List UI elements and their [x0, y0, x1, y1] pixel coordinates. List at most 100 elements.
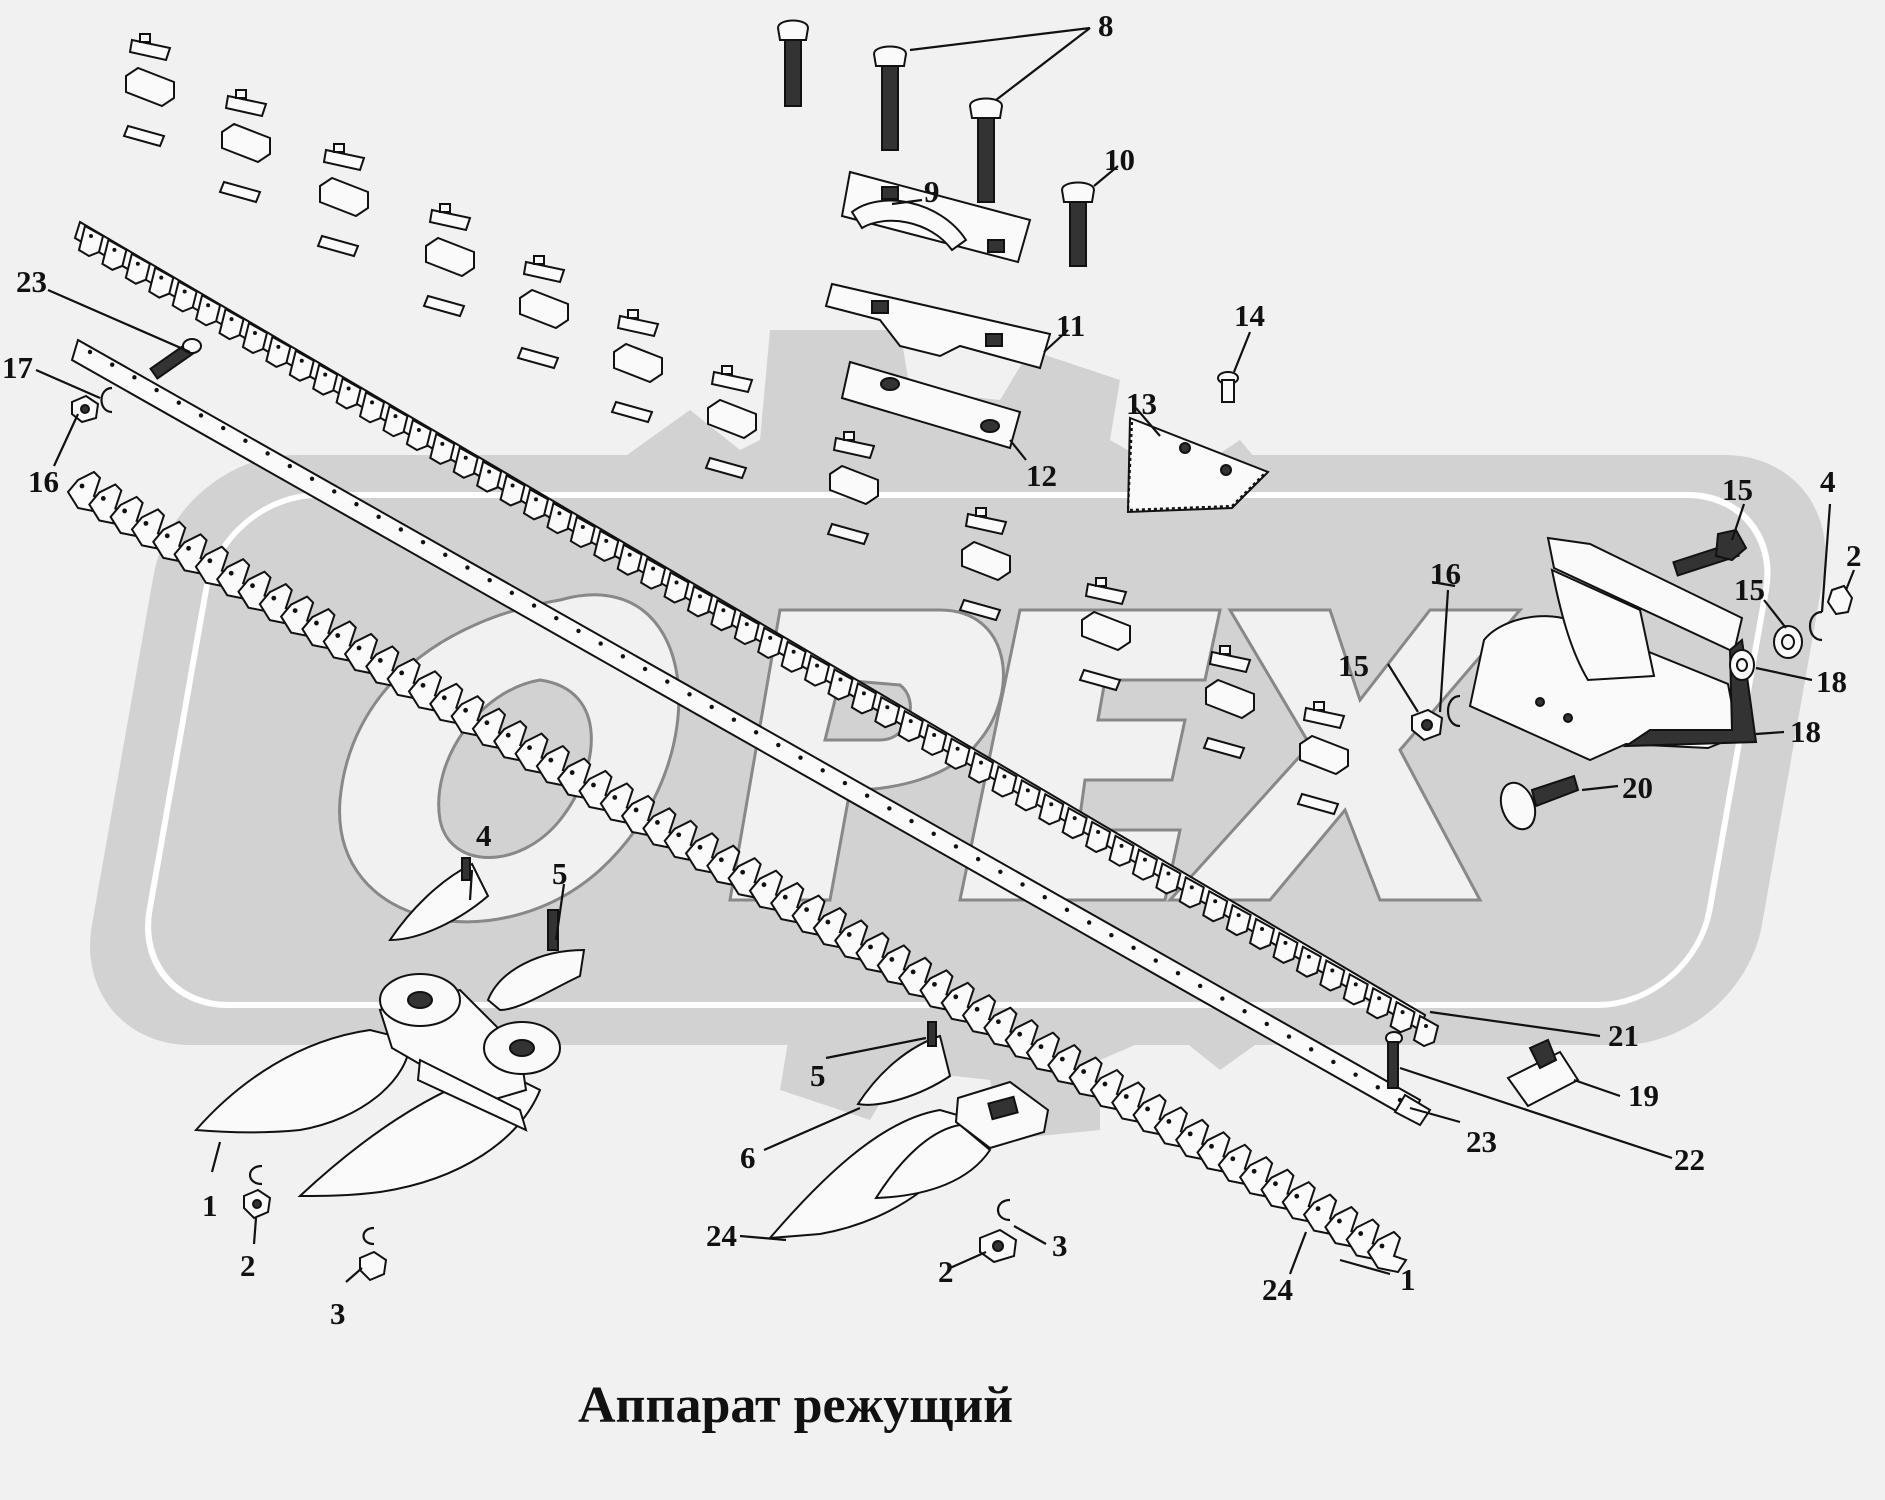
knife-section-rivet — [932, 981, 937, 987]
spring-washer-3-bottom-ring — [362, 1226, 375, 1246]
plate-top-tab — [1095, 577, 1107, 587]
plate-top — [1084, 582, 1128, 606]
watermark-band-outline — [145, 492, 1771, 1008]
finger-bar-tooth-rivet — [1260, 926, 1265, 931]
knife-section-rivet — [1251, 1168, 1257, 1174]
knife-back-bar-hole — [309, 476, 315, 481]
plate-top-tab — [439, 203, 451, 213]
nut-15-right — [1411, 708, 1444, 742]
plate-middle — [613, 342, 663, 384]
clamp-plate-7-arch — [850, 199, 968, 252]
callout-2-left: 2 — [240, 1248, 256, 1283]
plate-10-hole-b — [980, 419, 1000, 433]
finger-bar-tooth-rivet — [1002, 774, 1007, 779]
guard-center-finger-b — [874, 1123, 992, 1200]
knife-back-bar-hole — [909, 818, 914, 824]
plate-top — [616, 314, 660, 338]
plate-middle — [519, 288, 569, 330]
finger-bar-tooth-rivet — [861, 691, 866, 696]
knife-back-bar-hole — [265, 451, 270, 456]
plate-top — [522, 260, 566, 284]
knife-section-rivet — [356, 645, 362, 651]
finger-bar-tooth-rivet — [1236, 913, 1241, 918]
callout-22: 23 — [1466, 1124, 1497, 1159]
washer-13-hole — [1781, 634, 1795, 650]
finger-bar-tooth — [171, 279, 198, 313]
finger-bar-tooth — [265, 335, 292, 368]
finger-bar-tooth-rivet — [229, 317, 234, 322]
cap-plate-4-center-pin — [927, 1021, 937, 1047]
knife-back-bar-hole — [1020, 882, 1025, 887]
knife-back-bar-hole — [198, 413, 204, 418]
plate-bottom — [1078, 668, 1122, 692]
knife-section-rivet — [463, 707, 469, 713]
rivet-12-shank — [1221, 379, 1235, 403]
finger-bar-tooth — [897, 709, 924, 743]
plate-bottom — [516, 346, 560, 370]
wear-plate-5-left — [486, 909, 586, 1012]
knife-back-bar-hole — [1064, 907, 1070, 913]
cap-plate-4-center-body — [856, 1034, 952, 1106]
knife-section-rivet — [1230, 1156, 1236, 1162]
bolt-6-a-head — [776, 19, 810, 41]
knife-section-rivet — [1038, 1044, 1044, 1050]
spring-washer-16-right — [1446, 694, 1461, 728]
plate-middle — [1081, 610, 1131, 652]
finger-bar-tooth — [405, 418, 433, 452]
callout-12: 14 — [1234, 298, 1265, 333]
knife-back-bar-hole — [465, 565, 470, 570]
finger-bar — [73, 220, 1440, 1048]
knife-section-11-body — [1126, 416, 1270, 514]
knife-section-rivet — [591, 782, 596, 788]
knife-section-rivet — [399, 670, 405, 676]
bolt-6-b — [872, 45, 908, 151]
knife-section-rivet — [612, 795, 618, 800]
plate-bottom — [122, 124, 166, 148]
knife-back-bar-hole — [1109, 932, 1114, 938]
finger-bar-tooth-rivet — [323, 372, 328, 377]
bolt-6-b-shank — [881, 65, 899, 151]
guard-left-bar — [416, 1058, 528, 1132]
knife-head-18-hole-a — [1535, 697, 1545, 707]
bolt-23-head — [182, 338, 202, 354]
finger-bar-tooth-rivet — [206, 303, 211, 308]
knife-section-rivet — [1059, 1056, 1065, 1062]
plate-middle — [425, 236, 475, 278]
knife-section-11-hole-a — [1179, 442, 1191, 454]
finger-bar-tooth — [616, 543, 643, 576]
plate-top — [128, 38, 172, 62]
knife-back-bar-hole — [443, 552, 448, 558]
cap-plate-4-left-body — [388, 862, 490, 942]
knife-section-rivet — [782, 894, 788, 900]
bolt-19-shank — [1530, 774, 1580, 808]
knife-back-bar-hole — [398, 527, 404, 532]
knife-section — [1366, 1230, 1408, 1274]
clamp-plate-7 — [840, 170, 1032, 264]
finger-bar-tooth-rivet — [1049, 802, 1054, 807]
knife-head-18-hole-b — [1563, 713, 1573, 723]
knife-section-11-hole-b — [1220, 464, 1232, 476]
knife-back-bar-hole — [132, 375, 137, 380]
knife-back-bar-hole — [931, 831, 936, 836]
knife-section-rivet — [1379, 1243, 1385, 1249]
finger-bar-tooth-rivet — [534, 497, 538, 502]
finger-bar-tooth — [569, 515, 596, 549]
bolt-6-b-head — [872, 45, 908, 67]
bolt-8-head — [1060, 181, 1096, 203]
plate-bottom — [826, 522, 870, 546]
knife-section-rivet — [377, 658, 383, 663]
finger-bar-tooth — [241, 321, 269, 355]
finger-bar-tooth — [218, 307, 245, 341]
wear-plate-5-left-body — [486, 948, 586, 1012]
finger-bar-tooth-rivet — [1306, 954, 1311, 959]
callout-24-center: 24 — [706, 1218, 737, 1253]
finger-bar-tooth — [77, 224, 105, 258]
guard-left-finger-a — [193, 1028, 412, 1134]
knife-section-rivet — [250, 583, 255, 589]
knife-back-bar-hole — [1175, 971, 1181, 976]
finger-bar-tooth-rivet — [416, 428, 421, 433]
callout-20: 21 — [1608, 1018, 1639, 1053]
finger-bar-tooth-rivet — [463, 455, 468, 460]
knife-section-rivet — [228, 570, 234, 576]
finger-bar-tooth — [1272, 931, 1299, 964]
